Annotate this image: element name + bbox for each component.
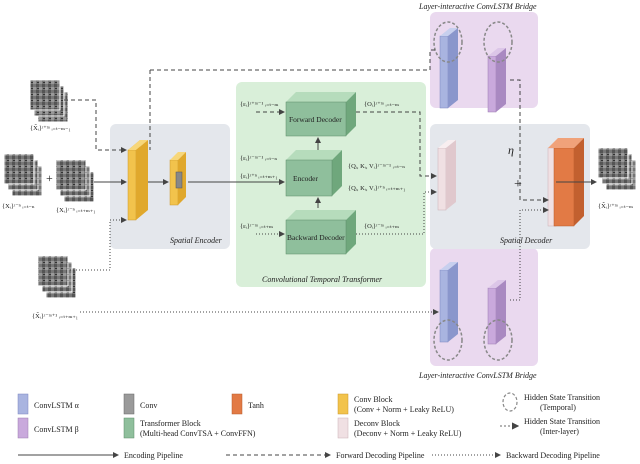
encoder-block (285, 150, 342, 197)
legend-transformer-1: Transformer Block (140, 419, 201, 428)
forward-decoder-label: Forward Decoder (289, 115, 342, 124)
legend-backward-pipeline: Backward Decoding Pipeline (506, 451, 600, 460)
convlstm-beta-top (487, 48, 506, 113)
math-in-mid: {Xᵢ}ᵗ⁻ⁿ ᵢ₌ₜ₊ₘ₊₁ (56, 207, 96, 214)
legend-transformer-2: (Multi-head ConvTSA + ConvFFN) (140, 429, 256, 438)
math-e-bwd: {εᵢ}ᵗ⁻ᵐ ᵢ₌ₜ₊ₘ (240, 223, 273, 230)
backward-decoder-label: Backward Decoder (287, 233, 345, 242)
legend-hidden-temporal-1: Hidden State Transition (524, 393, 600, 402)
math-o-fwd: {Oᵢ}ᵗ⁺ᵐ ᵢ₌ₜ₋ₘ (364, 101, 399, 108)
math-in-top: {X̃ᵢ}ᵗ⁺ᵐ ᵢ₌ₜ₋ₘ₋₁ (30, 124, 71, 132)
legend-swatch-convlstm-b (17, 417, 29, 439)
encoder-label: Encoder (293, 174, 318, 183)
math-e-enc1: {εᵢ}ᵗ⁻ᵐ⁻¹ ᵢ₌ₜ₋ₙ (240, 155, 277, 162)
math-e-enc2: {εᵢ}ᵗ⁺ⁿ ᵢ₌ₜ₊ₘ₊₁ (240, 173, 278, 180)
conv-block-encoder-1 (127, 140, 148, 221)
spatial-decoder-label: Spatial Decoder (500, 236, 553, 245)
input-stack-bottom (37, 255, 77, 299)
math-qkv1: {Qᵢ, Kᵢ, Vᵢ}ᵗ⁻ᵐ⁻¹ ᵢ₌ₜ₋ₙ (348, 163, 405, 170)
legend-encoding-pipeline: Encoding Pipeline (124, 451, 183, 460)
legend-conv-block-1: Conv Block (354, 395, 392, 404)
legend-hidden-temporal-icon (502, 392, 518, 412)
legend-convlstm-a: ConvLSTM α (34, 401, 80, 410)
legend-hidden-temporal-2: (Temporal) (540, 403, 576, 412)
input-stack-left (3, 153, 43, 197)
math-in-left: {Xᵢ}ᵗ⁻ⁿ ᵢ₌ₜ₋ₙ (2, 203, 35, 210)
bridge-top-label: Layer-interactive ConvLSTM Bridge (418, 2, 537, 11)
legend-swatch-deconv-block (337, 417, 349, 439)
eta-symbol: η (508, 143, 514, 157)
forward-decoding-arrows (64, 49, 549, 203)
math-qkv2: {Qᵢ, Kᵢ, Vᵢ}ᵗ⁺ⁿ ᵢ₌ₜ₊ₘ₊₁ (348, 185, 405, 192)
hidden-state-loop-bottom-1 (433, 319, 463, 361)
hidden-state-loop-top-1 (433, 21, 463, 63)
legend-convlstm-b: ConvLSTM β (34, 425, 79, 434)
tanh-block (547, 138, 584, 227)
legend-hidden-inter-1: Hidden State Transition (524, 417, 600, 426)
math-output: {X̂ᵢ}ᵗ⁺ᵐ ᵢ₌ₜ₋ₘ (598, 203, 633, 210)
legend-hidden-inter-2: (Inter-layer) (540, 427, 579, 436)
legend-tanh: Tanh (248, 401, 264, 410)
plus-sign-input: + (46, 171, 53, 185)
legend-swatch-convlstm-a (17, 393, 29, 415)
math-o-bwd: {Oᵢ}ᵗ⁻ᵐ ᵢ₌ₜ₊ₘ (364, 223, 399, 230)
convlstm-alpha-top (439, 28, 458, 109)
spatial-encoder-label: Spatial Encoder (170, 236, 223, 245)
input-stack-top (29, 79, 69, 123)
bridge-bottom-label: Layer-interactive ConvLSTM Bridge (418, 371, 537, 380)
legend-conv: Conv (140, 401, 157, 410)
legend-deconv-block-1: Deconv Block (354, 419, 400, 428)
backward-decoding-arrows (70, 189, 549, 315)
legend-conv-block-2: (Conv + Norm + Leaky ReLU) (354, 405, 454, 414)
hidden-state-loop-bottom-2 (483, 319, 513, 361)
transformer-label: Convolutional Temporal Transformer (262, 275, 383, 284)
input-stack-mid (55, 159, 95, 203)
deconv-block-decoder-1 (437, 140, 456, 211)
legend-swatch-tanh (231, 393, 243, 415)
legend-swatch-conv (123, 393, 135, 415)
forward-decoder-block (285, 92, 356, 137)
legend-forward-pipeline: Forward Decoding Pipeline (336, 451, 425, 460)
legend: ConvLSTM α ConvLSTM β Conv Transformer B… (17, 392, 600, 460)
backward-decoder-block (285, 210, 356, 255)
convlstm-beta-bottom (487, 280, 506, 345)
conv-block-encoder-2 (169, 152, 186, 206)
math-e-fwd: {εᵢ}ᵗ⁺ᵐ⁻¹ ᵢ₌ₜ₋ₘ (240, 101, 278, 108)
legend-deconv-block-2: (Deconv + Norm + Leaky ReLU) (354, 429, 462, 438)
math-in-bottom: {X̃ᵢ}ᵗ⁻ᵐ⁺¹ ᵢ₌ₜ₊ₘ₊₁ (32, 312, 78, 320)
legend-swatch-transformer (123, 417, 135, 439)
hidden-state-loop-top-2 (483, 21, 513, 63)
encoding-arrows (94, 137, 597, 208)
output-stack (597, 147, 637, 191)
legend-swatch-conv-block (337, 393, 349, 415)
convlstm-alpha-bottom (439, 262, 458, 343)
plus-sign-decoder: + (514, 177, 522, 192)
